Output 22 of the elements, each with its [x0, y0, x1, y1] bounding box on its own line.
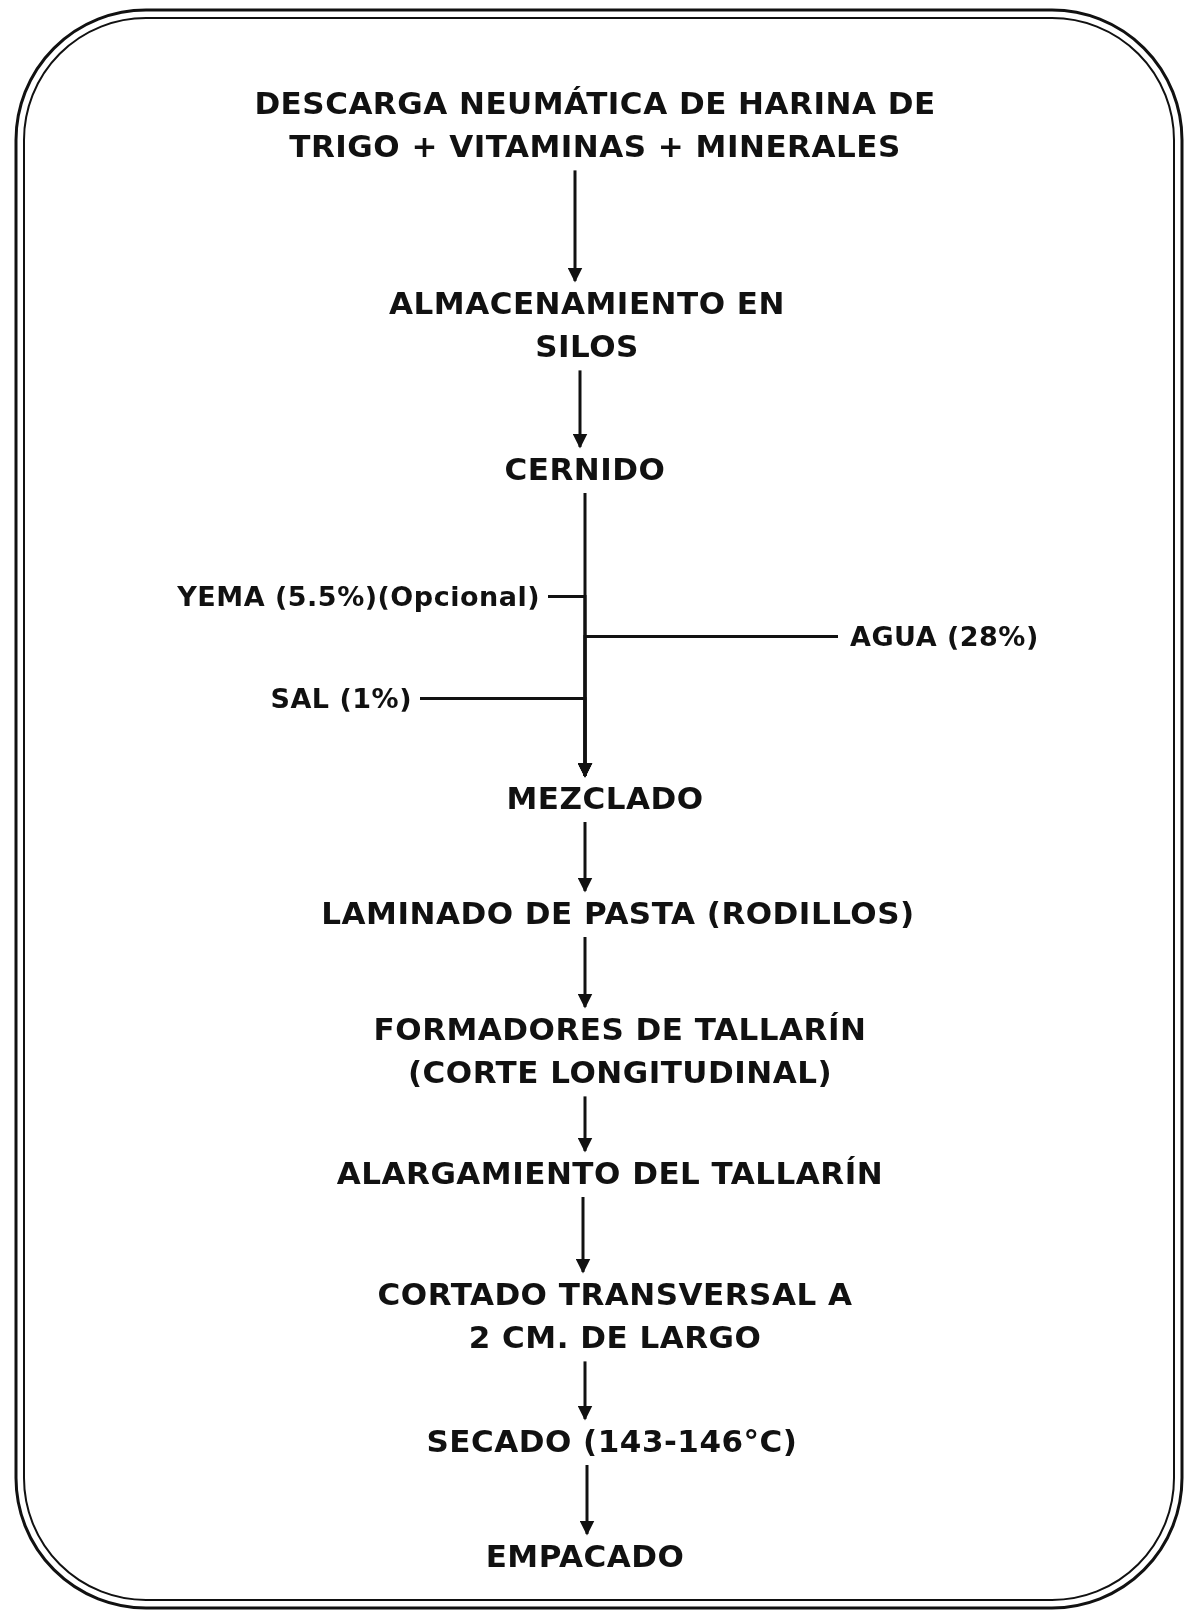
arrow: [577, 937, 593, 1009]
step-label: SAL (1%): [270, 683, 412, 714]
arrow: [567, 170, 583, 283]
step-label: ALARGAMIENTO DEL TALLARÍN: [336, 1155, 884, 1191]
step-label: EMPACADO: [485, 1538, 685, 1574]
step-label: ALMACENAMIENTO EN SILOS: [389, 285, 785, 365]
step-label: SECADO (143-146°C): [426, 1423, 798, 1459]
step-label: MEZCLADO: [506, 780, 704, 816]
arrow: [579, 1465, 595, 1536]
step-label: LAMINADO DE PASTA (RODILLOS): [321, 895, 915, 931]
arrow: [572, 370, 588, 449]
arrow: [575, 1197, 591, 1274]
step-label: CORTADO TRANSVERSAL A 2 CM. DE LARGO: [377, 1276, 853, 1356]
arrow: [577, 1361, 593, 1421]
step-label: FORMADORES DE TALLARÍN (CORTE LONGITUDINAL): [373, 1011, 867, 1091]
step-label: AGUA (28%): [850, 621, 1039, 652]
arrow: [577, 1096, 593, 1153]
step-label: DESCARGA NEUMÁTICA DE HARINA DE TRIGO + VITAMINAS + MINERALES: [254, 85, 936, 165]
arrow: [577, 822, 593, 893]
arrow: [420, 697, 593, 778]
step-label: CERNIDO: [504, 451, 666, 487]
step-label: YEMA (5.5%)(Opcional): [177, 581, 540, 612]
